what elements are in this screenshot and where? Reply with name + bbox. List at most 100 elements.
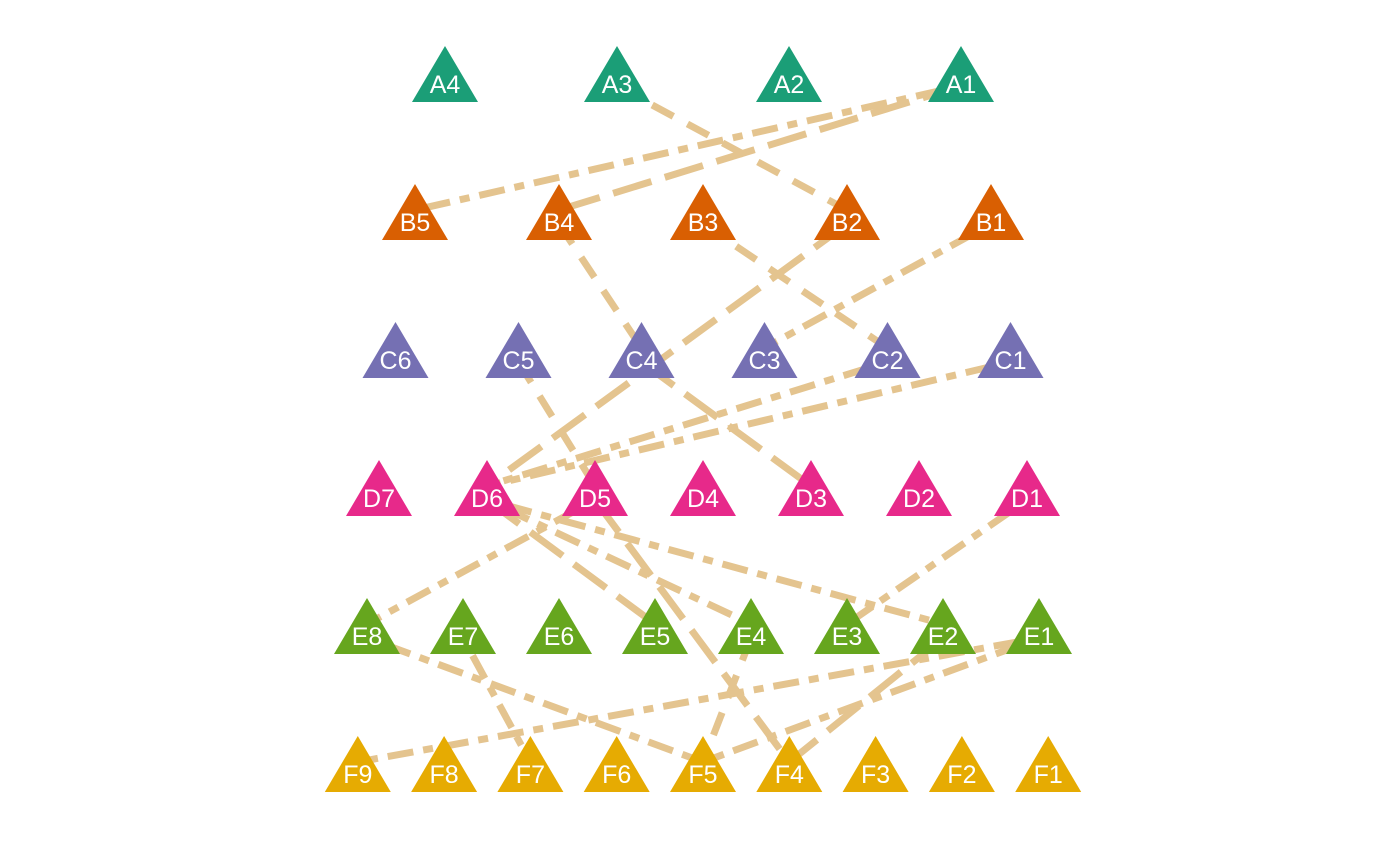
node-label: F2	[947, 761, 976, 789]
node-label: E6	[544, 623, 575, 651]
triangle-marker-icon	[718, 598, 784, 654]
node-label: C3	[749, 347, 781, 375]
node-d2: D2	[886, 460, 952, 516]
triangle-marker-icon	[622, 598, 688, 654]
node-label: F8	[430, 761, 459, 789]
triangle-marker-icon	[382, 184, 448, 240]
node-f3: F3	[842, 736, 909, 792]
node-label: D3	[795, 485, 827, 513]
edge-e1-f5	[701, 634, 1041, 766]
node-b4: B4	[526, 184, 592, 240]
triangle-marker-icon	[1006, 598, 1072, 654]
node-a3: A3	[584, 46, 650, 102]
edge-b3-c2	[701, 221, 890, 351]
node-d6: D6	[454, 460, 520, 516]
node-label: E2	[928, 623, 959, 651]
node-c5: C5	[485, 322, 552, 378]
node-d3: D3	[778, 460, 844, 516]
node-e8: E8	[334, 598, 400, 654]
node-a2: A2	[756, 46, 822, 102]
node-label: C1	[995, 347, 1027, 375]
node-b1: B1	[958, 184, 1024, 240]
node-f4: F4	[756, 736, 823, 792]
node-f5: F5	[670, 736, 736, 792]
node-b2: B2	[814, 184, 880, 240]
edge-a1-b4	[557, 82, 963, 214]
node-f2: F2	[928, 736, 995, 792]
node-label: E4	[736, 623, 767, 651]
triangle-marker-icon	[608, 322, 675, 378]
node-label: D5	[579, 485, 611, 513]
triangle-marker-icon	[756, 736, 823, 792]
triangle-marker-icon	[731, 322, 798, 378]
edge-b1-c3	[762, 220, 993, 352]
edge-e1-f9	[357, 634, 1040, 766]
node-label: C6	[380, 347, 412, 375]
node-e7: E7	[430, 598, 496, 654]
triangle-marker-icon	[583, 736, 650, 792]
triangle-marker-icon	[814, 598, 880, 654]
edge-c5-d5	[515, 360, 598, 488]
triangle-marker-icon	[994, 460, 1060, 516]
node-label: F5	[688, 761, 717, 789]
triangle-marker-icon	[526, 598, 592, 654]
node-e6: E6	[526, 598, 592, 654]
node-e1: E1	[1006, 598, 1072, 654]
node-label: E8	[352, 623, 383, 651]
node-label: F7	[516, 761, 545, 789]
node-label: D1	[1011, 485, 1043, 513]
node-label: D4	[687, 485, 719, 513]
node-label: E1	[1024, 623, 1055, 651]
triangle-marker-icon	[411, 736, 478, 792]
triangle-marker-icon	[584, 46, 650, 102]
node-f8: F8	[411, 736, 478, 792]
node-label: B4	[544, 209, 575, 237]
node-label: A3	[602, 71, 633, 99]
triangle-marker-icon	[814, 184, 880, 240]
triangle-marker-icon	[854, 322, 921, 378]
edge-d5-f4	[592, 497, 793, 765]
triangle-marker-icon	[362, 322, 429, 378]
node-label: F4	[775, 761, 804, 789]
node-label: B5	[400, 209, 431, 237]
triangle-marker-icon	[497, 736, 564, 792]
node-d5: D5	[562, 460, 628, 516]
node-label: E3	[832, 623, 863, 651]
node-a4: A4	[412, 46, 478, 102]
node-c3: C3	[731, 322, 798, 378]
edge-c2-d6	[485, 358, 889, 490]
edge-b4-c4	[556, 222, 645, 350]
triangle-marker-icon	[562, 460, 628, 516]
triangle-marker-icon	[756, 46, 822, 102]
triangle-marker-icon	[1015, 736, 1082, 792]
node-label: C5	[503, 347, 535, 375]
edge-e7-f7	[459, 636, 534, 764]
node-e3: E3	[814, 598, 880, 654]
node-b5: B5	[382, 184, 448, 240]
triangle-marker-icon	[430, 598, 496, 654]
edge-c1-d6	[486, 358, 1012, 490]
node-b3: B3	[670, 184, 736, 240]
edge-e4-f5	[699, 636, 755, 764]
edge-d1-e3	[845, 497, 1029, 627]
node-label: B2	[832, 209, 863, 237]
edge-d6-e5	[484, 497, 658, 627]
node-f9: F9	[324, 736, 391, 792]
node-label: A4	[430, 71, 461, 99]
triangle-marker-icon	[670, 736, 736, 792]
node-a1: A1	[928, 46, 994, 102]
node-label: F9	[343, 761, 372, 789]
node-label: B3	[688, 209, 719, 237]
edge-e8-f5	[365, 634, 705, 766]
edge-b2-d6	[484, 221, 850, 489]
triangle-marker-icon	[334, 598, 400, 654]
node-label: A1	[946, 71, 977, 99]
edge-e2-f4	[787, 635, 946, 765]
edge-a3-b2	[615, 82, 849, 214]
node-label: F1	[1034, 761, 1063, 789]
triangle-marker-icon	[485, 322, 552, 378]
triangle-marker-icon	[928, 46, 994, 102]
node-e5: E5	[622, 598, 688, 654]
triangle-marker-icon	[778, 460, 844, 516]
